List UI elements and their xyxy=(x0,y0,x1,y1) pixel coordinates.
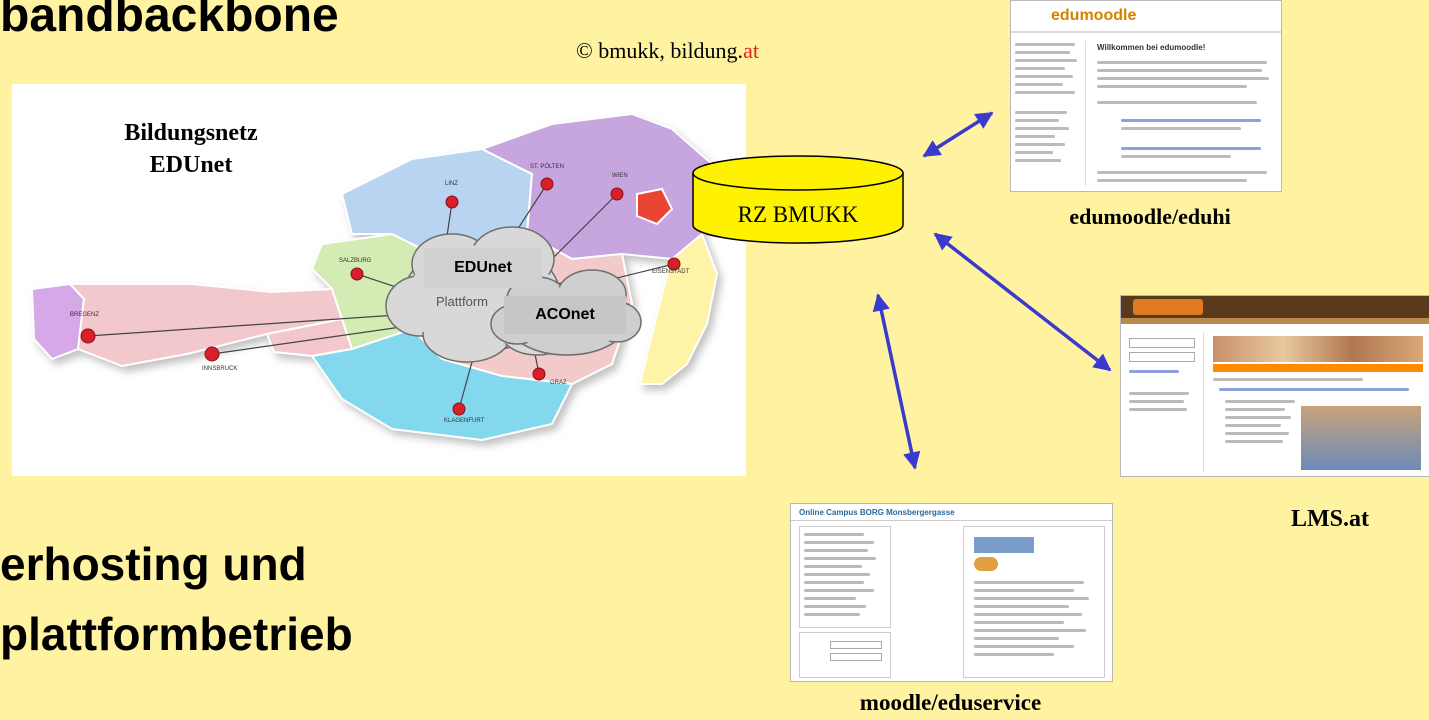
cloud-label-edunet: EDUnet xyxy=(424,248,542,288)
cloud-label-aconet: ACOnet xyxy=(504,296,626,334)
city-label-innsbruck: INNSBRUCK xyxy=(202,366,238,372)
edunet-map: LINZ ST. PÖLTEN WIEN SALZBURG EISENSTADT… xyxy=(12,84,746,476)
caption-lms: LMS.at xyxy=(1291,506,1369,532)
city-label-salzburg: SALZBURG xyxy=(339,258,372,264)
city-label-eisenstadt: EISENSTADT xyxy=(652,269,690,275)
cloud-label-plattform: Plattform xyxy=(436,294,489,309)
edumoodle-logo: edumoodle xyxy=(1051,7,1137,24)
slide-subtitle-line1: erhosting und xyxy=(0,538,307,590)
caption-edumoodle: edumoodle/eduhi xyxy=(1069,204,1231,229)
moodle-header: Online Campus BORG Monsbergergasse xyxy=(799,508,955,517)
city-label-klagenfurt: KLAGENFURT xyxy=(444,418,485,424)
city-label-linz: LINZ xyxy=(445,181,459,187)
edumoodle-heading: Willkommen bei edumoodle! xyxy=(1097,43,1206,52)
lms-screenshot xyxy=(1120,295,1429,477)
database-label: RZ BMUKK xyxy=(737,202,859,227)
arrow-to-lms xyxy=(933,232,1112,372)
city-label-graz: GRAZ xyxy=(550,380,567,386)
moodle-screenshot: Online Campus BORG Monsbergergasse xyxy=(790,503,1113,682)
copyright: © bmukk, bildung.at xyxy=(576,38,759,64)
arrow-to-moodle xyxy=(872,293,921,470)
slide-title: bandbackbone xyxy=(0,0,339,42)
copyright-text: © bmukk, bildung. xyxy=(576,38,744,63)
city-label-st-poelten: ST. PÖLTEN xyxy=(530,164,564,170)
map-title-line2: EDUnet xyxy=(149,152,233,178)
city-label-bregenz: BREGENZ xyxy=(70,312,100,318)
edumoodle-screenshot: edumoodle Willkommen bei edumoodle! xyxy=(1010,0,1282,192)
map-title-line1: Bildungsnetz xyxy=(124,120,258,146)
arrow-to-edumoodle xyxy=(922,111,994,158)
caption-moodle: moodle/eduservice xyxy=(859,690,1042,715)
database-icon xyxy=(692,155,904,244)
slide-subtitle-line2: plattformbetrieb xyxy=(0,608,353,660)
city-label-wien: WIEN xyxy=(612,173,628,179)
copyright-suffix: at xyxy=(743,38,759,63)
